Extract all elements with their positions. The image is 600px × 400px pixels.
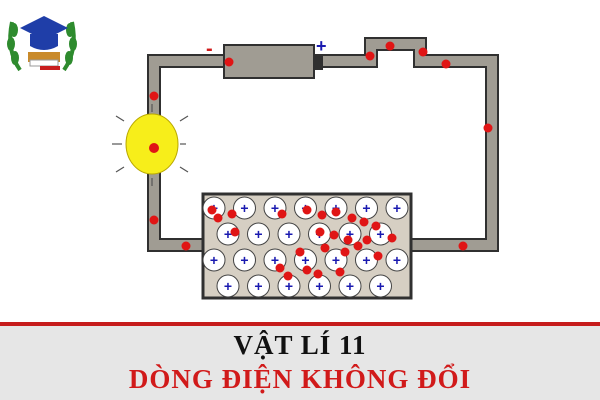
ion-plus-label: +	[301, 252, 309, 268]
electron	[343, 235, 353, 245]
ion	[385, 248, 409, 272]
electron	[353, 241, 363, 251]
electron	[213, 213, 223, 223]
electron	[371, 221, 381, 231]
ion-plus-label: +	[271, 252, 279, 268]
electron	[483, 123, 493, 133]
ion	[247, 274, 270, 298]
ion-plus-label: +	[376, 226, 384, 242]
electron	[373, 251, 383, 261]
ion-plus-label: +	[210, 252, 218, 268]
electron	[441, 59, 451, 69]
electron	[387, 233, 397, 243]
ion	[233, 248, 256, 272]
electron	[365, 51, 375, 61]
ion-plus-label: +	[240, 200, 248, 216]
ion	[277, 222, 301, 246]
electron	[340, 247, 350, 257]
ion	[216, 274, 240, 298]
ion-plus-label: +	[346, 226, 354, 242]
electron	[418, 47, 428, 57]
electron	[362, 235, 372, 245]
electron	[149, 215, 159, 225]
ion-plus-label: +	[271, 200, 279, 216]
ion-plus-label: +	[285, 226, 293, 242]
electron	[315, 227, 325, 237]
ion	[369, 274, 392, 298]
ion-plus-label: +	[346, 278, 354, 294]
electron	[277, 209, 287, 219]
ion-plus-label: +	[362, 200, 370, 216]
electron	[347, 213, 357, 223]
title-banner: VẬT LÍ 11 DÒNG ĐIỆN KHÔNG ĐỔI	[0, 322, 600, 400]
graduation-cap-laurel-logo	[7, 10, 77, 78]
ion-plus-label: +	[224, 226, 232, 242]
electron	[283, 271, 293, 281]
electron	[227, 209, 237, 219]
ion-plus-label: +	[285, 278, 293, 294]
ion	[202, 248, 226, 272]
battery: - +	[206, 36, 327, 79]
ion	[385, 196, 409, 220]
electron	[458, 241, 468, 251]
electron	[331, 207, 341, 217]
electron	[275, 263, 285, 273]
ion-plus-label: +	[376, 278, 384, 294]
lesson-title: DÒNG ĐIỆN KHÔNG ĐỔI	[128, 364, 472, 394]
ion	[247, 222, 270, 246]
electron	[302, 265, 312, 275]
ion-plus-label: +	[254, 278, 262, 294]
ion-plus-label: +	[224, 278, 232, 294]
battery-positive-label: +	[316, 36, 327, 56]
ion	[233, 196, 256, 220]
ion-plus-label: +	[362, 252, 370, 268]
ion-plus-label: +	[315, 278, 323, 294]
ion-plus-label: +	[332, 252, 340, 268]
electron	[224, 57, 234, 67]
ion-plus-label: +	[254, 226, 262, 242]
subject-title: VẬT LÍ 11	[233, 330, 367, 360]
electron	[329, 230, 339, 240]
electron	[317, 210, 327, 220]
electron	[335, 267, 345, 277]
ion	[338, 274, 362, 298]
ion-plus-label: +	[393, 252, 401, 268]
electron	[320, 243, 330, 253]
ion-lattice: ++++++++++++++++++++++++++	[202, 196, 409, 298]
battery-negative-label: -	[206, 38, 213, 60]
electrons	[149, 41, 493, 281]
electron	[295, 247, 305, 257]
electron	[207, 205, 217, 215]
banner-divider	[0, 322, 600, 326]
light-bulb-icon	[112, 104, 189, 186]
electron	[149, 91, 159, 101]
electron	[359, 217, 369, 227]
electron	[302, 205, 312, 215]
electron	[181, 241, 191, 251]
electron	[385, 41, 395, 51]
circuit-illustration: - + ++++++++++++++++++++++++++	[7, 10, 499, 300]
electron	[230, 227, 240, 237]
ion-plus-label: +	[393, 200, 401, 216]
electron	[313, 269, 323, 279]
ion-plus-label: +	[240, 252, 248, 268]
